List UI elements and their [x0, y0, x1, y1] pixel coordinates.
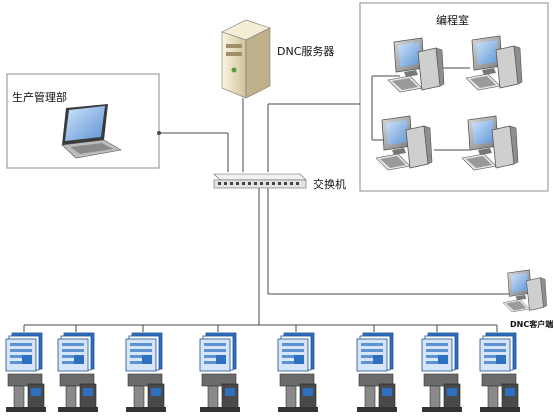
dnc-server-label: DNC服务器: [277, 45, 335, 58]
machine-tools: [5, 332, 520, 412]
production-dept-box: [6, 73, 160, 169]
dnc-client-pc-icon: [502, 269, 547, 313]
client-pc-icon: [502, 269, 547, 313]
switch-label: 交换机: [313, 178, 346, 191]
machine-tool-icon: [421, 332, 462, 412]
programming-room-box: [359, 2, 549, 192]
pc-icon: [375, 115, 433, 171]
programming-room-label: 编程室: [436, 14, 469, 27]
pc-icon: [387, 37, 445, 93]
server-icon: [221, 19, 271, 99]
machine-tool-icon: [125, 332, 166, 412]
machine-tool-icon: [57, 332, 98, 412]
pc-icon: [461, 115, 519, 171]
machine-tool-icon: [199, 332, 240, 412]
machine-tool-icon: [356, 332, 397, 412]
machine-tool-icon: [479, 332, 520, 412]
machine-tool-icon: [277, 332, 318, 412]
pc-icon: [465, 35, 523, 91]
programming-pcs: [375, 35, 523, 171]
dnc-client-label: DNC客户端: [510, 320, 554, 329]
production-dept-label: 生产管理部: [12, 91, 67, 104]
machine-tool-icon: [5, 332, 46, 412]
switch-icon: [213, 173, 307, 189]
laptop-port: [157, 131, 161, 135]
laptop-icon: [61, 104, 122, 159]
